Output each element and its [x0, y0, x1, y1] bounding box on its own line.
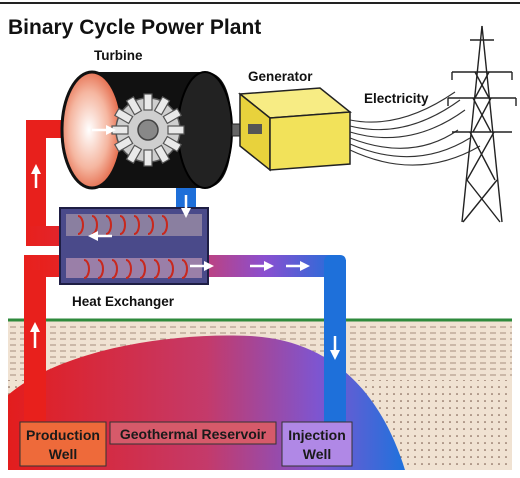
generator-front — [269, 111, 351, 171]
electricity-wires — [349, 91, 481, 166]
label-turbine: Turbine — [94, 48, 143, 63]
heat-exchanger-coils — [77, 215, 188, 279]
production-well-background — [19, 421, 107, 467]
heat-exchanger — [59, 207, 209, 285]
flow-arrows — [30, 125, 340, 360]
label-production-line2: Well — [49, 446, 78, 462]
injection-well-background — [281, 421, 353, 467]
arrow-right-brine-1 — [190, 261, 214, 271]
working-fluid-turbine-inlet — [26, 120, 64, 138]
arrow-down-return — [181, 195, 191, 218]
turbine-blades — [111, 93, 185, 167]
reservoir-label-background — [109, 421, 277, 445]
production-pipe — [24, 255, 46, 455]
arrow-up-production-lower — [30, 322, 40, 348]
label-electricity: Electricity — [364, 91, 429, 106]
arrow-down-injection — [330, 336, 340, 360]
transmission-tower — [447, 25, 517, 223]
arrow-right-brine-2 — [250, 261, 274, 271]
label-geothermal-reservoir: Geothermal Reservoir — [120, 426, 267, 442]
generator-coupling — [248, 124, 262, 134]
production-well-box: Production Well — [19, 421, 107, 467]
label-injection-line1: Injection — [288, 427, 346, 443]
arrow-right-brine-3 — [286, 261, 310, 271]
label-injection-line2: Well — [303, 446, 332, 462]
geothermal-reservoir-box: Geothermal Reservoir — [109, 421, 277, 445]
turbine — [60, 70, 253, 190]
arrow-right-turbine — [92, 125, 116, 135]
turbine-end-cap — [177, 71, 233, 189]
generator — [238, 87, 352, 172]
heat-exchanger-upper-chamber — [66, 214, 202, 236]
label-production-line1: Production — [26, 427, 100, 443]
heat-exchanger-lower-chamber — [66, 258, 202, 278]
diagram-title: Binary Cycle Power Plant — [8, 16, 261, 39]
label-heat-exchanger: Heat Exchanger — [72, 294, 175, 309]
label-generator: Generator — [248, 69, 313, 84]
injection-well-box: Injection Well — [281, 421, 353, 467]
arrow-left-exchanger — [88, 231, 112, 241]
injection-pipe-elbow — [324, 255, 346, 262]
arrow-up-production-upper — [31, 164, 41, 188]
